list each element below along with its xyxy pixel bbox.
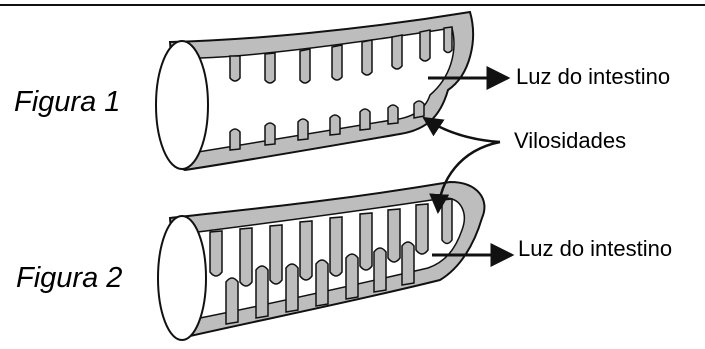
figure-1-intestine	[156, 12, 473, 170]
figure-1-cut-end	[156, 41, 208, 169]
villi-label: Vilosidades	[514, 130, 626, 152]
figure-2-label: Figura 2	[16, 264, 122, 293]
arrow-villi-to-figure-1	[424, 118, 500, 142]
lumen-label-bottom: Luz do intestino	[518, 238, 672, 260]
figure-2-cut-end	[158, 216, 206, 340]
lumen-label-top: Luz do intestino	[516, 66, 670, 88]
figure-2-intestine	[158, 182, 484, 340]
figure-1-label: Figura 1	[14, 88, 120, 117]
